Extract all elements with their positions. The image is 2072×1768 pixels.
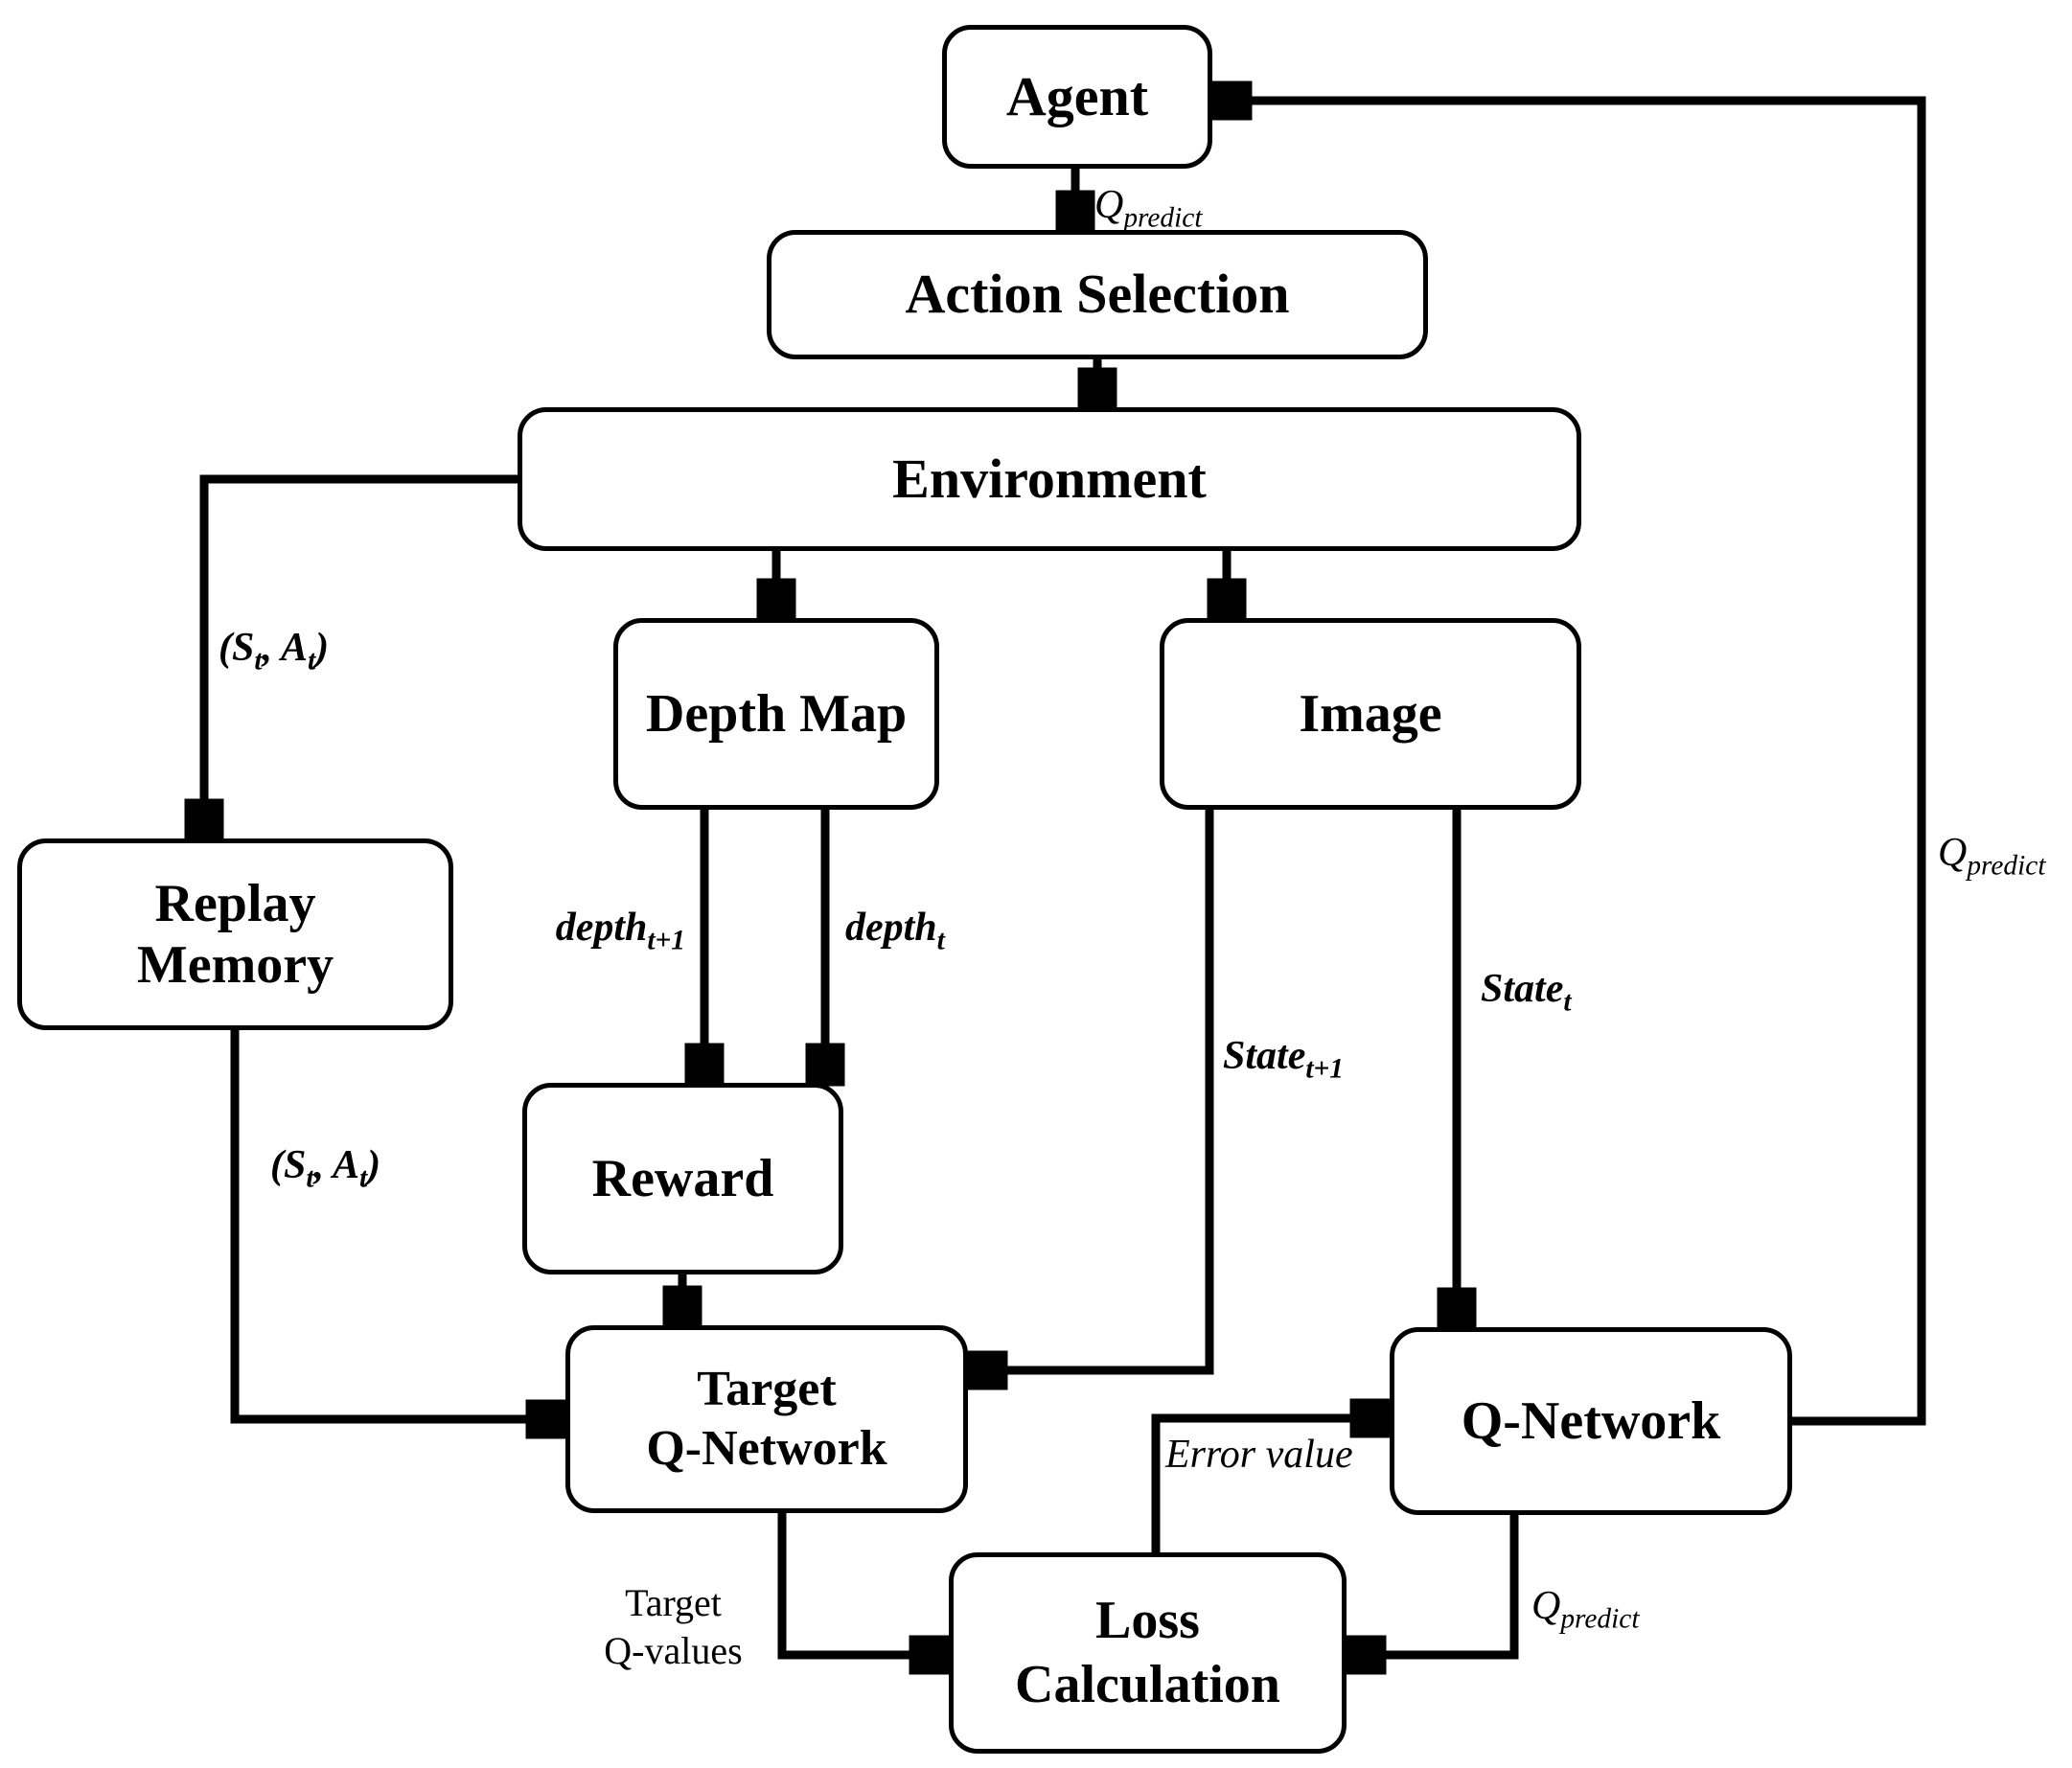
edge-label-st-at-environment: (St, At): [219, 626, 330, 677]
edge-target-q-network-to-loss-calculation: [777, 1513, 940, 1655]
node-environment: Environment: [518, 407, 1581, 551]
node-image: Image: [1160, 618, 1581, 810]
edge-label-target-q-values: Target Q-values: [604, 1581, 743, 1672]
node-agent: Agent: [942, 25, 1212, 169]
node-replay-memory: Replay Memory: [17, 838, 453, 1030]
edge-replay-memory-to-target-q-network: [230, 1030, 557, 1419]
node-loss-calculation: Loss Calculation: [949, 1552, 1347, 1754]
node-target-q-network: Target Q-Network: [565, 1325, 968, 1513]
node-reward: Reward: [522, 1083, 843, 1274]
edge-label-state-t1: Statet+1: [1223, 1034, 1344, 1085]
edge-label-q-predict-feedback: Qpredict: [1938, 831, 2046, 882]
edge-label-st-at-replay: (St, At): [270, 1143, 381, 1194]
node-q-network: Q-Network: [1390, 1327, 1792, 1515]
edge-label-q-predict-loss: Qpredict: [1531, 1584, 1640, 1635]
edge-q-network-to-agent-feedback: [1221, 101, 1926, 1426]
node-depth-map: Depth Map: [613, 618, 939, 810]
edge-label-q-predict-agent: Qpredict: [1094, 183, 1203, 234]
edge-environment-to-replay-memory: [204, 474, 518, 830]
edge-label-state-t: Statet: [1481, 967, 1572, 1018]
node-action-selection: Action Selection: [767, 230, 1428, 359]
edge-label-depth-t1: deptht+1: [555, 906, 685, 956]
edge-loss-calculation-to-q-network: [1151, 1418, 1381, 1552]
edge-label-error-value: Error value: [1165, 1433, 1353, 1477]
edge-label-depth-t: deptht: [845, 906, 945, 956]
edge-image-to-target-q-network: [977, 810, 1214, 1370]
edge-q-network-to-loss-calculation: [1355, 1515, 1519, 1655]
